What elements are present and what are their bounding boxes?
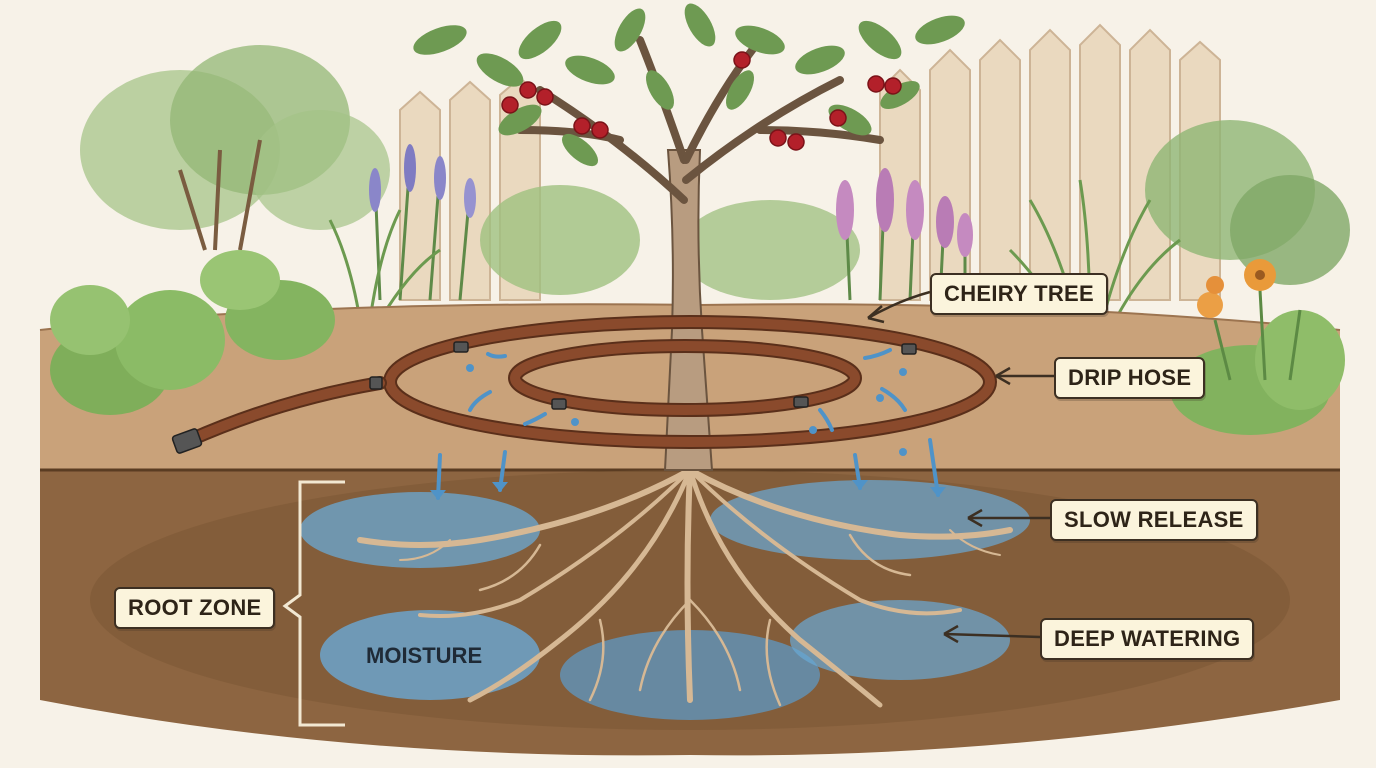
root-zone-bracket (282, 480, 345, 727)
left-foreground-herbs (50, 250, 335, 415)
moisture-pools (300, 480, 1030, 720)
left-background-shrubs (80, 45, 860, 300)
right-background-shrub (1145, 120, 1350, 285)
drip-hose (183, 315, 997, 449)
hose-emitters (171, 341, 917, 454)
foxglove-flowers (836, 168, 973, 301)
label-cherry-tree: CHEIRY TREE (930, 273, 1108, 315)
label-root-zone: ROOT ZONE (114, 587, 276, 629)
right-foreground-flowers (1170, 259, 1345, 435)
tree-roots (357, 467, 1013, 708)
tree-trunk (663, 149, 714, 471)
water-drops (430, 364, 946, 500)
tree-canopy (413, 3, 965, 167)
lavender-flowers (369, 144, 476, 301)
label-deep-watering: DEEP WATERING (1040, 618, 1255, 660)
callout-arrows (867, 290, 1054, 644)
label-drip-hose: DRIP HOSE (1054, 357, 1206, 399)
cherry-fruits (501, 51, 902, 151)
label-moisture: MOISTURE (366, 643, 483, 668)
label-slow-release: SLOW RELEASE (1050, 499, 1258, 541)
